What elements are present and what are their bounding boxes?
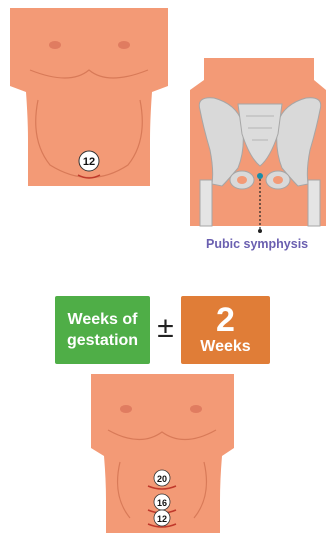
- fundal-label-16: 16: [157, 498, 167, 508]
- fundal-label-20: 20: [157, 474, 167, 484]
- pubic-symphysis-marker: [257, 173, 263, 179]
- weeks-of-gestation-line2: gestation: [67, 330, 138, 351]
- bottom-left-nipple: [120, 405, 132, 413]
- top-left-nipple: [49, 41, 61, 49]
- plus-minus-operator: ±: [152, 308, 179, 348]
- fundal-label-12: 12: [157, 514, 167, 524]
- pubic-symphysis-label: Pubic symphysis: [206, 237, 308, 251]
- bottom-torso: 20 16 12: [91, 374, 234, 533]
- bottom-right-nipple: [190, 405, 202, 413]
- weeks-of-gestation-line1: Weeks of: [68, 309, 138, 330]
- weeks-of-gestation-box: Weeks of gestation: [55, 296, 150, 364]
- top-fundal-label: 12: [83, 156, 95, 168]
- right-obturator: [273, 176, 283, 184]
- pelvis-panel: [190, 58, 326, 233]
- two-weeks-box: 2 Weeks: [181, 296, 270, 364]
- top-right-nipple: [118, 41, 130, 49]
- two-weeks-unit: Weeks: [200, 337, 250, 357]
- left-femur: [200, 180, 212, 226]
- pointer-end-dot: [258, 229, 262, 233]
- two-weeks-number: 2: [216, 303, 235, 337]
- top-torso: 12: [10, 8, 168, 186]
- left-obturator: [237, 176, 247, 184]
- right-femur: [308, 180, 320, 226]
